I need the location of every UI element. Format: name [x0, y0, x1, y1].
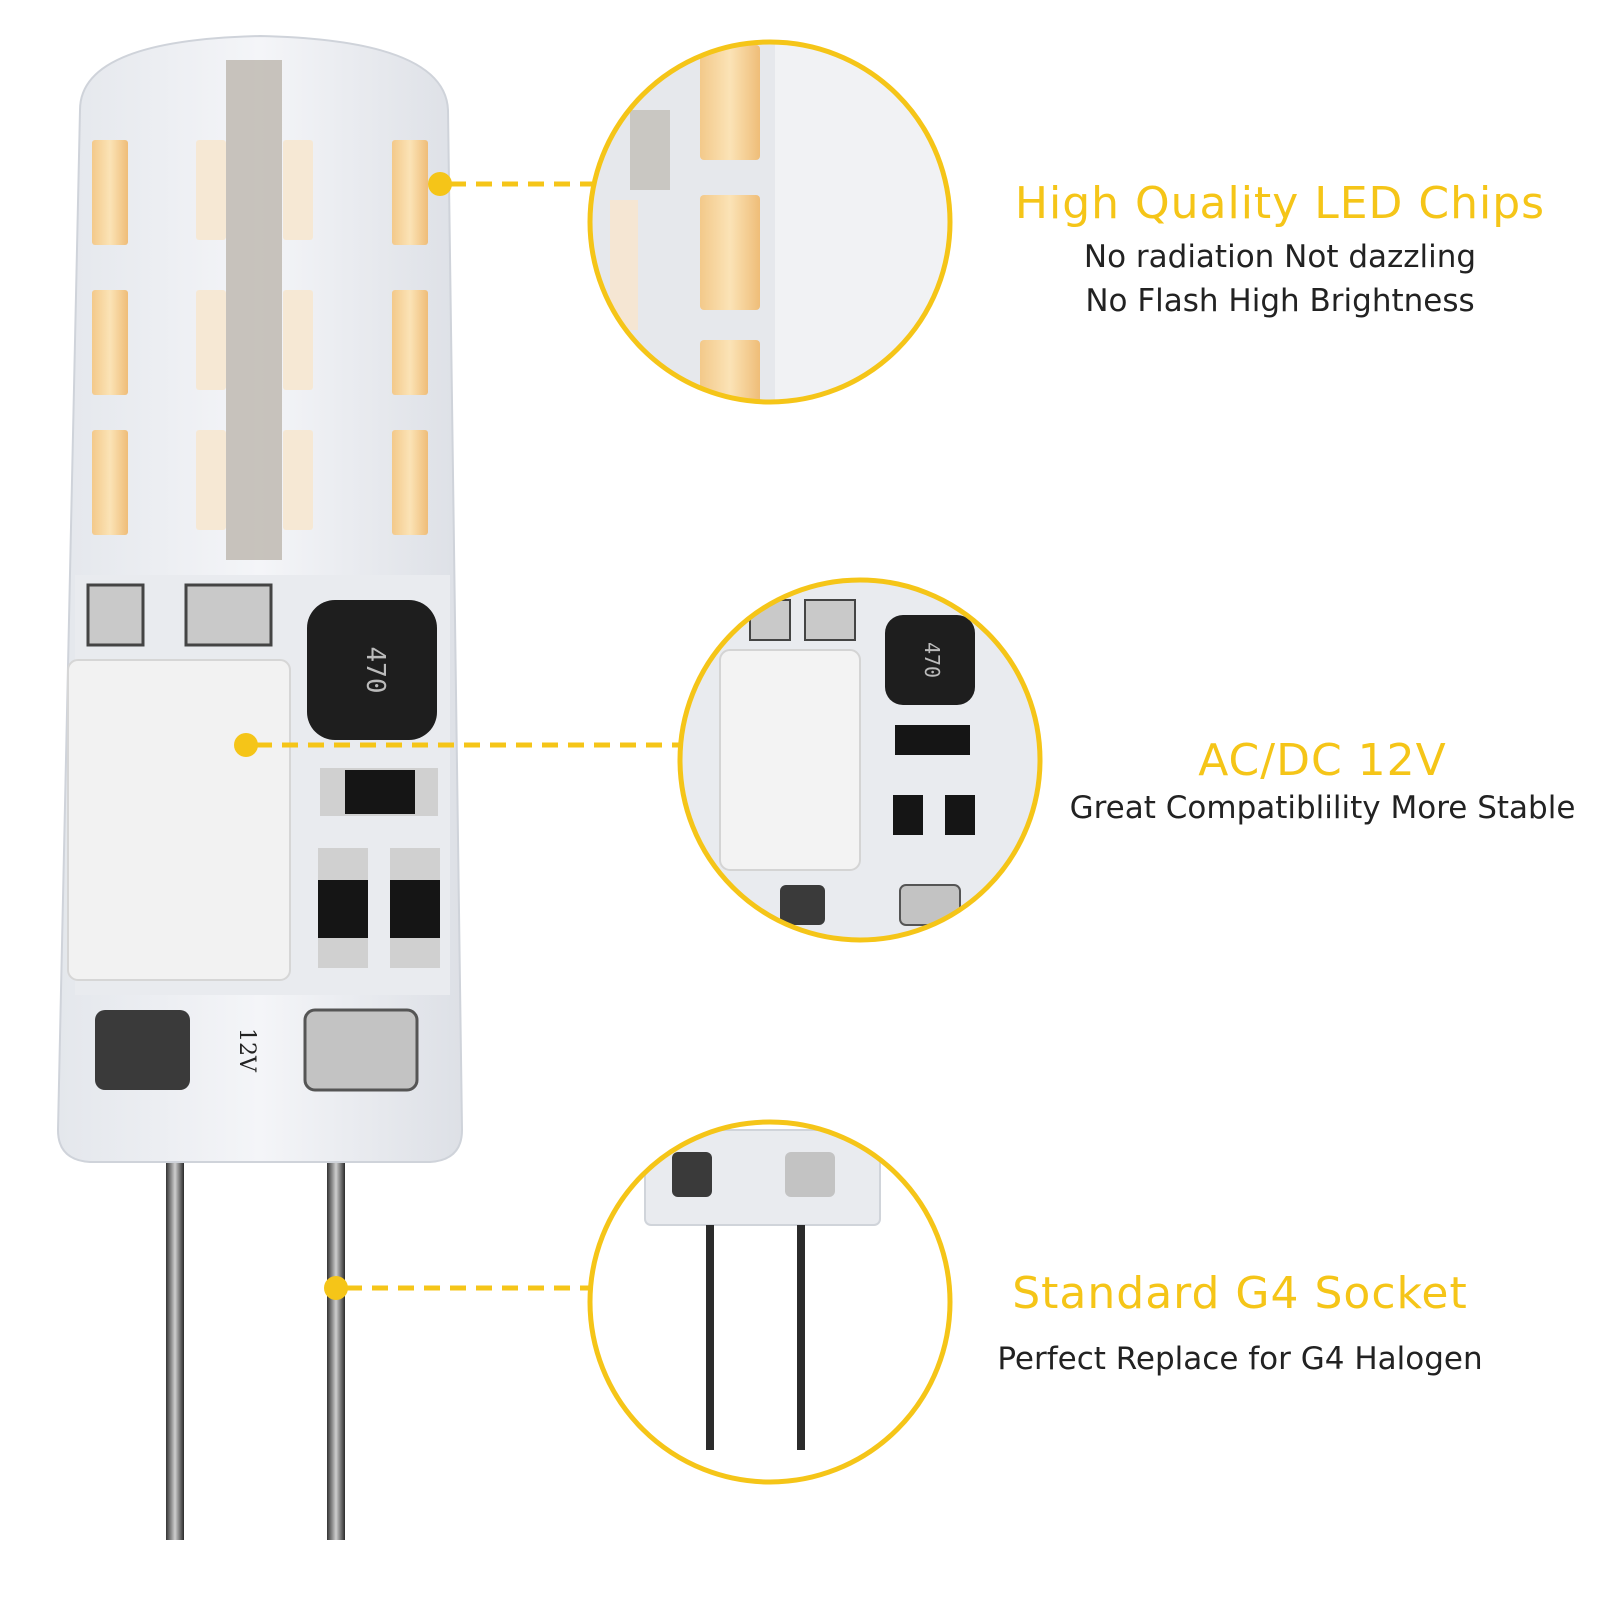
bulb-pin-left [166, 1150, 184, 1540]
zoom-circle-socket [587, 1119, 953, 1485]
bulb-pin-right [327, 1150, 345, 1540]
g4-led-bulb: 470 12V [56, 34, 464, 1540]
feature-title: AC/DC 12V [1198, 735, 1447, 786]
inductor-470 [307, 600, 437, 740]
center-pcb-strip [226, 60, 282, 560]
feature-description-line: Perfect Replace for G4 Halogen [997, 1341, 1483, 1377]
zoom-circle-driver: 470 [677, 577, 1043, 943]
capacitor [67, 659, 291, 981]
feature-description-line: No radiation Not dazzling [1083, 239, 1477, 275]
led-chip-array [92, 140, 428, 535]
feature-title: High Quality LED Chips [1014, 178, 1546, 229]
svg-text:470: 470 [360, 647, 390, 694]
feature-description-line: No Flash High Brightness [1085, 283, 1475, 319]
zoom-circle-led-chips [587, 39, 953, 405]
svg-text:470: 470 [920, 642, 944, 678]
feature-voltage: AC/DC 12V Great Compatiblility More Stab… [1050, 735, 1595, 830]
svg-text:12V: 12V [234, 1028, 259, 1073]
feature-title: Standard G4 Socket [1012, 1268, 1468, 1319]
feature-led-chips: High Quality LED Chips No radiation Not … [1000, 178, 1560, 323]
feature-socket: Standard G4 Socket Perfect Replace for G… [980, 1268, 1500, 1381]
feature-description-line: Great Compatiblility More Stable [1069, 790, 1576, 826]
